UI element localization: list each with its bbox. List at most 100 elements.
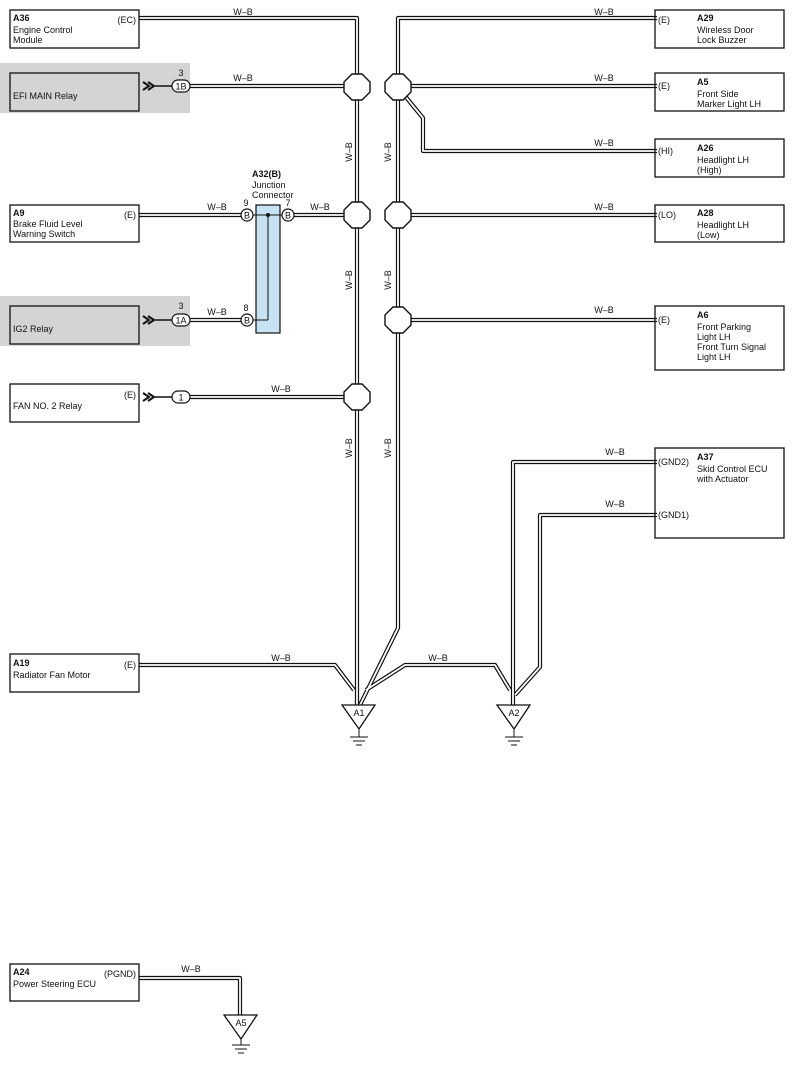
wire-label: W–B [344, 438, 354, 458]
junction-letter-9: B [244, 211, 250, 221]
a5-terminal: (E) [658, 81, 670, 91]
efi-connector: 1B [175, 82, 186, 92]
splice-right-1 [384, 73, 412, 101]
ig2-relay-box [9, 305, 140, 345]
splice-left-3 [343, 383, 371, 411]
radiator-fan-motor-box [9, 653, 140, 693]
wire-label: W–B [594, 7, 614, 17]
a28-name-2: (Low) [697, 230, 720, 240]
wire-label: W–B [271, 653, 291, 663]
wire-label: W–B [605, 499, 625, 509]
splice-left-1 [343, 73, 371, 101]
ground-a2-label: A2 [508, 708, 519, 718]
junction-pin-8: 8 [243, 303, 248, 313]
a5-name-1: Front Side [697, 89, 739, 99]
ig2-pin: 3 [178, 301, 183, 311]
wires [139, 15, 657, 1015]
wire-label: W–B [310, 202, 330, 212]
wireless-door-lock-buzzer-box [654, 9, 785, 49]
a6-name-2: Light LH [697, 332, 731, 342]
junction-pin-7: 7 [285, 198, 290, 208]
wire-label: W–B [594, 73, 614, 83]
a24-code: A24 [13, 967, 30, 977]
junction-name-1: Junction [252, 180, 286, 190]
front-parking-turn-box [654, 305, 785, 371]
ground-a2 [495, 704, 532, 746]
a19-name: Radiator Fan Motor [13, 670, 91, 680]
junction-name-2: Connector [252, 190, 294, 200]
a37-code: A37 [697, 452, 714, 462]
a36-name-1: Engine Control [13, 25, 73, 35]
wire-label: W–B [594, 202, 614, 212]
wire-label: W–B [207, 307, 227, 317]
splice-points [343, 73, 412, 411]
brake-fluid-switch-box [9, 204, 140, 243]
a36-code: A36 [13, 13, 30, 23]
efi-main-relay-box [9, 72, 140, 112]
efi-relay-name: EFI MAIN Relay [13, 91, 78, 101]
splice-left-2 [343, 201, 371, 229]
a6-name-1: Front Parking [697, 322, 751, 332]
a19-code: A19 [13, 658, 30, 668]
wire-label: W–B [594, 138, 614, 148]
ground-a1 [340, 704, 377, 746]
power-steering-ecu-box [9, 963, 140, 1002]
splice-right-3 [384, 306, 412, 334]
headlight-high-box [654, 138, 785, 178]
wire-label: W–B [271, 384, 291, 394]
a29-name-1: Wireless Door [697, 25, 754, 35]
fan-terminal: (E) [124, 390, 136, 400]
a9-name-1: Brake Fluid Level [13, 219, 83, 229]
a28-code: A28 [697, 208, 714, 218]
wire-label: W–B [344, 270, 354, 290]
a26-terminal: (HI) [658, 146, 673, 156]
fan-relay-name: FAN NO. 2 Relay [13, 401, 83, 411]
connector-pills [142, 79, 295, 404]
skid-control-ecu-box [654, 447, 785, 539]
wire-label: W–B [383, 142, 393, 162]
a29-code: A29 [697, 13, 714, 23]
a6-name-3: Front Turn Signal [697, 342, 766, 352]
splice-right-2 [384, 201, 412, 229]
a19-terminal: (E) [124, 660, 136, 670]
a6-name-4: Light LH [697, 352, 731, 362]
efi-pin: 3 [178, 68, 183, 78]
a9-code: A9 [13, 208, 25, 218]
wire-label: W–B [181, 964, 201, 974]
ground-a1-label: A1 [353, 708, 364, 718]
wire-label: W–B [594, 305, 614, 315]
a24-terminal: (PGND) [104, 969, 136, 979]
ground-a5-label: A5 [235, 1018, 246, 1028]
headlight-low-box [654, 204, 785, 243]
wire-color-labels: W–B W–B W–B W–B W–B W–B W–B W–B W–B W–B … [181, 7, 625, 974]
a6-code: A6 [697, 310, 709, 320]
wire-label: W–B [233, 73, 253, 83]
a26-name-1: Headlight LH [697, 155, 749, 165]
a36-terminal: (EC) [118, 15, 137, 25]
a37-name-1: Skid Control ECU [697, 464, 768, 474]
a5-code: A5 [697, 77, 709, 87]
wire-label: W–B [383, 438, 393, 458]
a24-name: Power Steering ECU [13, 979, 96, 989]
ground-a5 [222, 1014, 259, 1054]
junction-letter-7: B [285, 211, 291, 221]
wire-label: W–B [207, 202, 227, 212]
engine-control-module-box [9, 9, 140, 49]
a29-terminal: (E) [658, 15, 670, 25]
a5-name-2: Marker Light LH [697, 99, 761, 109]
a37-name-2: with Actuator [696, 474, 749, 484]
a28-name-1: Headlight LH [697, 220, 749, 230]
a28-terminal: (LO) [658, 210, 676, 220]
a6-terminal: (E) [658, 315, 670, 325]
a36-name-2: Module [13, 35, 43, 45]
fan-connector: 1 [178, 393, 183, 403]
junction-code: A32(B) [252, 169, 281, 179]
junction-pin-9: 9 [243, 198, 248, 208]
a26-code: A26 [697, 143, 714, 153]
a9-name-2: Warning Switch [13, 229, 75, 239]
wire-label: W–B [605, 447, 625, 457]
a26-name-2: (High) [697, 165, 722, 175]
front-side-marker-box [654, 72, 785, 112]
a29-name-2: Lock Buzzer [697, 35, 747, 45]
